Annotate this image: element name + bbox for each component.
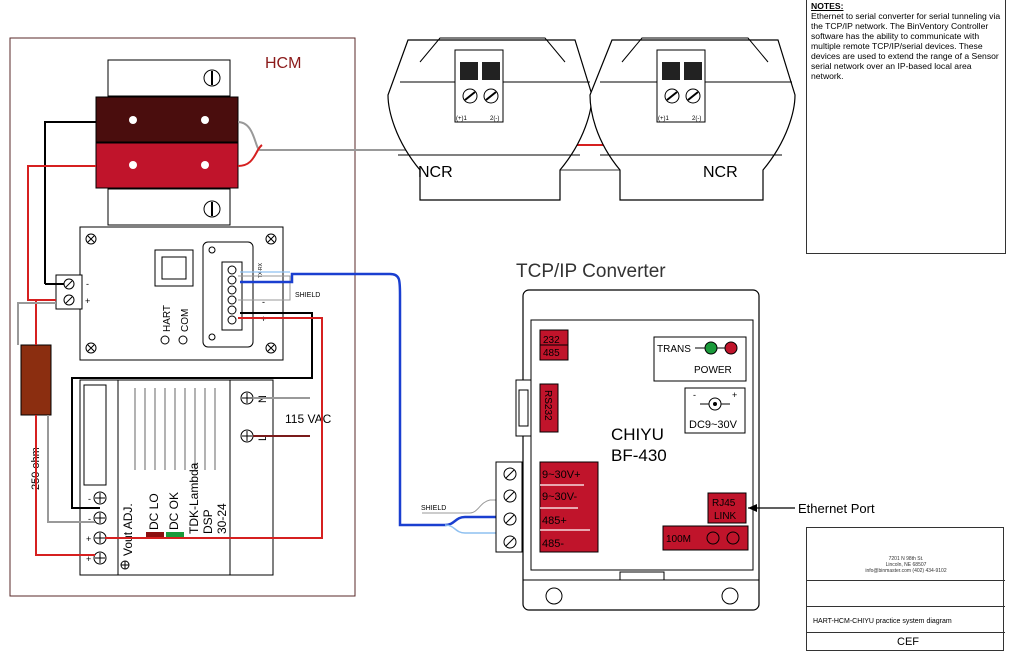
line-label: L bbox=[257, 435, 269, 441]
title-block-row bbox=[807, 632, 1005, 633]
ncr-left-plus-terminal: (+)1 bbox=[456, 116, 468, 122]
speed-100m-label: 100M bbox=[666, 534, 691, 545]
dc-lo-led bbox=[146, 532, 164, 537]
txrx-label: TX·RX bbox=[258, 262, 264, 278]
ncr-left-label: NCR bbox=[418, 164, 453, 181]
shield-label-converter: SHIELD bbox=[421, 505, 446, 512]
hart-minus-label: - bbox=[262, 297, 265, 307]
drawing-title: HART-HCM-CHIYU practice system diagram bbox=[813, 618, 952, 625]
power-label: POWER bbox=[694, 365, 732, 376]
ncr-right-minus-terminal: 2(-) bbox=[692, 116, 701, 122]
dc-minus-label: - bbox=[693, 390, 696, 400]
notes-box: NOTES: Ethernet to serial converter for … bbox=[806, 0, 1006, 254]
link-led bbox=[726, 531, 740, 545]
speed-led bbox=[706, 531, 720, 545]
shield-label-hcm: SHIELD bbox=[295, 292, 320, 299]
model-name-label: BF-430 bbox=[611, 446, 667, 465]
sel-232-label: 232 bbox=[543, 335, 560, 346]
drawn-by: CEF bbox=[897, 636, 919, 648]
title-block-row bbox=[807, 580, 1005, 581]
dc-ok-led bbox=[166, 532, 184, 537]
address-contact: info@binmaster.com (402) 434-9102 bbox=[865, 568, 947, 574]
chiyu-converter: 232 485 RS232 TRANS POWER - + DC9~30V CH… bbox=[515, 289, 760, 611]
trans-led bbox=[704, 341, 718, 355]
ncr-left: (+)1 2(-) NCR bbox=[387, 37, 593, 201]
hcm-enclosure bbox=[9, 37, 356, 597]
com-label: COM bbox=[180, 309, 191, 332]
input-plus-label: + bbox=[85, 296, 90, 306]
power-led bbox=[724, 341, 738, 355]
address-line-2: Lincoln, NE 68507 bbox=[885, 562, 927, 568]
trans-label: TRANS bbox=[657, 344, 691, 355]
dc-ok-label: DC OK bbox=[167, 492, 181, 530]
term-9-30v-plus: 9~30V+ bbox=[542, 469, 581, 481]
brand-label: CHIYU bbox=[611, 425, 664, 444]
ps-minus-2: - bbox=[88, 514, 91, 524]
link-label: LINK bbox=[714, 511, 737, 522]
sel-485-label: 485 bbox=[543, 348, 560, 359]
title-block: 7201 N 98th St. Lincoln, NE 68507 info@b… bbox=[806, 527, 1005, 651]
hart-label: HART bbox=[162, 305, 173, 332]
rj45-label: RJ45 bbox=[712, 498, 736, 509]
ncr-right-plus-terminal: (+)1 bbox=[658, 116, 670, 122]
notes-text: Ethernet to serial converter for serial … bbox=[811, 11, 1001, 81]
term-485-plus: 485+ bbox=[542, 515, 567, 527]
hart-module: HART COM TX·RX - + bbox=[79, 226, 284, 361]
hcm-terminal-block bbox=[95, 59, 239, 226]
ps-plus-2: + bbox=[86, 554, 91, 564]
dc-plus-label: + bbox=[732, 390, 737, 400]
title-block-row bbox=[807, 606, 1005, 607]
model3-label: 30-24 bbox=[215, 503, 229, 534]
vout-adj-label: Vout ADJ. bbox=[121, 503, 135, 556]
model-label: TDK-Lambda bbox=[187, 462, 201, 534]
model2-label: DSP bbox=[201, 509, 215, 534]
converter-terminal-block bbox=[495, 461, 523, 553]
ps-minus-1: - bbox=[88, 494, 91, 504]
dc-input-label: DC9~30V bbox=[689, 419, 738, 431]
ethernet-port-label: Ethernet Port bbox=[798, 501, 875, 516]
input-minus-label: - bbox=[86, 279, 89, 289]
rs232-label: RS232 bbox=[542, 390, 553, 421]
term-485-minus: 485- bbox=[542, 538, 564, 550]
ncr-right-label: NCR bbox=[703, 164, 738, 181]
power-supply: - - + + Vout ADJ. DC LO DC OK TDK-Lambda… bbox=[79, 379, 274, 576]
mains-label: 115 VAC bbox=[285, 412, 332, 426]
ps-plus-1: + bbox=[86, 534, 91, 544]
converter-title: TCP/IP Converter bbox=[516, 261, 666, 282]
ncr-left-minus-terminal: 2(-) bbox=[490, 116, 499, 122]
notes-heading: NOTES: bbox=[811, 1, 844, 11]
term-9-30v-minus: 9~30V- bbox=[542, 491, 578, 503]
hcm-label: HCM bbox=[265, 55, 301, 72]
hcm-input-terminals: - + bbox=[55, 274, 90, 310]
title-block-address: 7201 N 98th St. Lincoln, NE 68507 info@b… bbox=[807, 556, 1005, 574]
ncr-right: (+)1 2(-) NCR bbox=[589, 37, 796, 201]
address-line-1: 7201 N 98th St. bbox=[888, 556, 924, 562]
dc-lo-label: DC LO bbox=[147, 493, 161, 530]
resistor-250-ohm bbox=[20, 344, 52, 416]
